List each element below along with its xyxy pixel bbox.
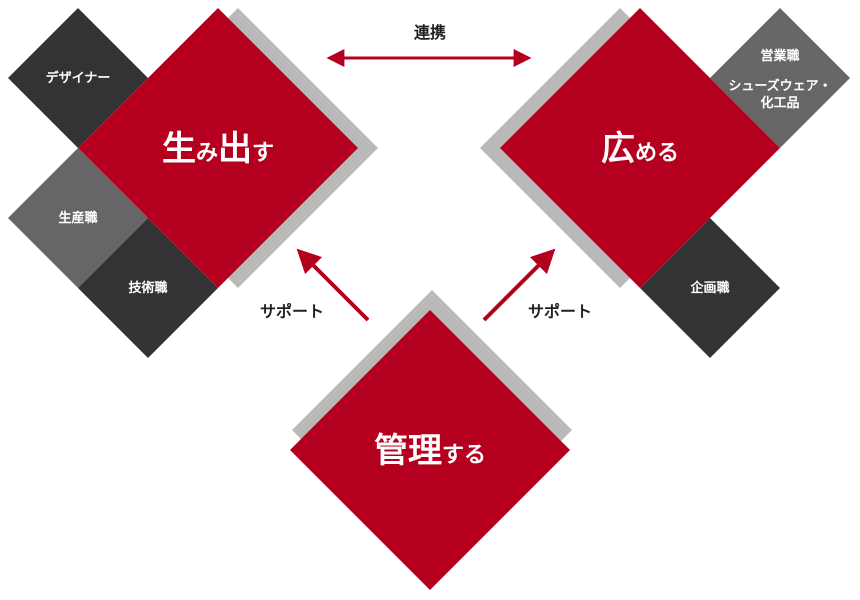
role-shoes-line2: 化工品 bbox=[760, 95, 799, 111]
support-left-arrow bbox=[296, 248, 370, 322]
support-right-arrow bbox=[482, 248, 556, 322]
manage-hub-label: 管理する bbox=[374, 431, 486, 471]
role-shoes-line1: シューズウェア・ bbox=[728, 78, 831, 94]
support-left-label: サポート bbox=[260, 302, 324, 321]
role-technical: 技術職 bbox=[128, 280, 167, 296]
manage-hub-diamond bbox=[290, 310, 570, 590]
create-hub-label: 生み出す bbox=[162, 129, 274, 169]
create-hub-diamond bbox=[78, 8, 358, 288]
role-planning: 企画職 bbox=[689, 280, 729, 296]
collaboration-label: 連携 bbox=[414, 23, 446, 42]
role-production: 生産職 bbox=[58, 210, 97, 226]
spread-hub-label: 広める bbox=[601, 129, 679, 169]
support-right-label: サポート bbox=[528, 302, 592, 321]
role-designer: デザイナー bbox=[46, 70, 111, 86]
role-sales: 営業職 bbox=[760, 48, 799, 64]
spread-hub-diamond bbox=[500, 8, 780, 288]
